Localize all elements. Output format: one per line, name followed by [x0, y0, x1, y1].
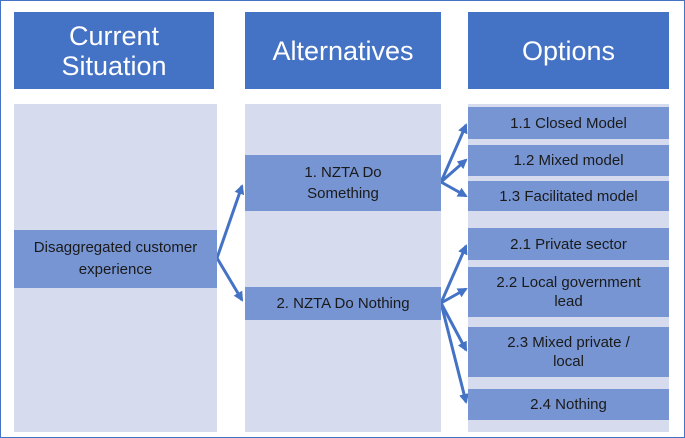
header-alternatives: Alternatives — [245, 12, 441, 89]
current-situation-label: Disaggregated customer experience — [33, 239, 198, 278]
option-2-3-label: 2.3 Mixed private / local — [507, 334, 630, 370]
arrow-current-to-alt2 — [215, 257, 244, 302]
option-2-3-box: 2.3 Mixed private / local — [468, 327, 669, 377]
header-current-situation: Current Situation — [14, 12, 214, 89]
option-2-4-label: 2.4 Nothing — [530, 396, 607, 413]
alternative-1-label: 1. NZTA Do Something — [304, 164, 382, 202]
header-options-label: Options — [521, 35, 616, 66]
current-situation-box: Disaggregated customer experience — [14, 230, 217, 288]
option-2-2-label: 2.2 Local government lead — [496, 274, 641, 310]
option-2-2-box: 2.2 Local government lead — [468, 267, 669, 317]
option-1-1-box: 1.1 Closed Model — [468, 107, 669, 139]
arrow-alt1-to-opt13 — [440, 180, 468, 198]
arrow-current-to-alt1 — [215, 184, 245, 259]
arrow-alt2-to-opt21 — [439, 244, 468, 304]
option-2-4-box: 2.4 Nothing — [468, 389, 669, 420]
alternative-1-box: 1. NZTA Do Something — [245, 155, 441, 211]
option-1-3-box: 1.3 Facilitated model — [468, 181, 669, 211]
arrow-alt2-to-opt23 — [439, 302, 468, 352]
header-current-situation-label: Current Situation — [61, 20, 167, 81]
arrow-alt2-to-opt24 — [439, 302, 469, 404]
header-alternatives-label: Alternatives — [272, 35, 414, 66]
option-1-2-label: 1.2 Mixed model — [513, 152, 624, 169]
option-1-3-label: 1.3 Facilitated model — [499, 187, 638, 205]
arrow-alt1-to-opt11 — [439, 123, 468, 183]
option-1-2-box: 1.2 Mixed model — [468, 145, 669, 176]
arrow-alt1-to-opt12 — [440, 158, 468, 184]
option-1-1-label: 1.1 Closed Model — [510, 114, 627, 132]
header-options: Options — [468, 12, 669, 89]
arrow-alt2-to-opt22 — [440, 287, 468, 305]
option-2-1-box: 2.1 Private sector — [468, 228, 669, 260]
alternative-2-box: 2. NZTA Do Nothing — [245, 287, 441, 320]
option-2-1-label: 2.1 Private sector — [510, 235, 627, 253]
alternative-2-label: 2. NZTA Do Nothing — [276, 295, 410, 312]
